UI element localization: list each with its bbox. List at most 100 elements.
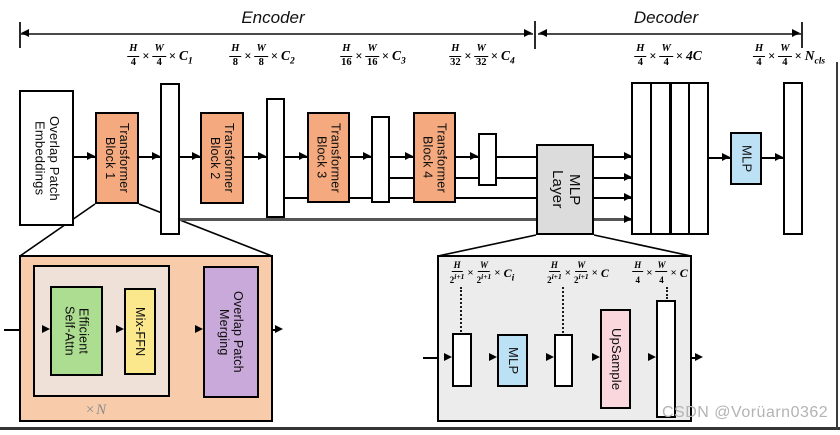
fuse-line (594, 156, 632, 158)
concat-feature-block (631, 82, 709, 235)
detail-flow-line (423, 357, 444, 359)
times-sign: × (591, 267, 598, 279)
flow-arrowhead (363, 152, 371, 160)
concat-to-mlp-arrowhead (722, 153, 730, 161)
flow-line (180, 156, 200, 158)
times-sign: × (490, 48, 498, 63)
encoder-title: Encoder (241, 8, 305, 27)
repeat-n-label: ×N (85, 402, 108, 418)
detail-mlp-box: MLP (497, 334, 528, 387)
upsample-box: UpSample (600, 309, 631, 409)
diagonal-right-a (437, 234, 537, 257)
detail-flow-arrowhead (42, 325, 50, 333)
fuse-arrowhead (624, 215, 632, 223)
channel-term: 4C (686, 48, 702, 63)
channel-term: Ci (503, 265, 515, 283)
concat-feature-column (688, 82, 709, 235)
encoder-span-line (20, 33, 533, 35)
fuse-arrowhead (624, 173, 632, 181)
skip-line-stage2 (285, 197, 536, 199)
output-mask-box (783, 82, 803, 235)
bottom-frame-line (0, 427, 840, 430)
flow-arrowhead (258, 152, 266, 160)
dotted-pointer-line (460, 287, 462, 332)
detail-feature-in (452, 333, 472, 387)
flow-line (244, 156, 266, 158)
detail-feature-out (656, 300, 676, 418)
times-sign: × (794, 48, 802, 63)
diagonal-left-a (19, 203, 96, 257)
fuse-line (594, 218, 632, 221)
decoder-mlp-box: MLP (730, 132, 762, 185)
channel-term: Ncls (804, 48, 826, 67)
times-sign: × (168, 48, 176, 63)
dotted-pointer-line (666, 287, 668, 299)
flow-line (139, 156, 160, 158)
fuse-line (594, 197, 632, 199)
flow-arrowhead (192, 152, 200, 160)
encoder-span-right-arrowhead (524, 29, 532, 37)
flow-line (350, 156, 371, 158)
flow-line (456, 156, 478, 158)
mix-ffn-label: Mix-FFN (133, 306, 147, 357)
diagonal-right-b (593, 234, 692, 257)
decoder-span-right-tick (801, 22, 803, 48)
channel-term: C (679, 265, 688, 280)
times-sign: × (646, 267, 653, 279)
times-sign: × (355, 48, 363, 63)
feature-map-stage1 (160, 83, 180, 235)
dotted-pointer-line (562, 287, 564, 333)
watermark: CSDN @Vorüarn0362 (662, 404, 829, 421)
detail-flow-arrowhead (648, 353, 656, 361)
times-sign: × (381, 48, 389, 63)
flow-line (74, 156, 95, 158)
concat-to-mlp-line (708, 157, 730, 159)
times-sign: × (670, 267, 677, 279)
decoder-span-left-arrowhead (539, 29, 547, 37)
detail-flow-arrowhead (546, 353, 554, 361)
decoder-mlp-label: MLP (739, 144, 755, 173)
times-sign: × (270, 48, 278, 63)
channel-term: C1 (179, 48, 193, 67)
upsample-label: UpSample (608, 327, 624, 391)
detail-flow-arrowhead (444, 353, 452, 361)
detail-feature-mid (554, 334, 573, 387)
feature-map-stage3 (371, 116, 390, 203)
encoder-span-left-tick (19, 22, 21, 48)
channel-term: C (600, 265, 609, 280)
concat-feature-column (650, 82, 671, 235)
times-sign: × (142, 48, 150, 63)
detail-flow-arrowhead (275, 325, 283, 333)
times-sign: × (768, 48, 776, 63)
flow-arrowhead (470, 152, 478, 160)
